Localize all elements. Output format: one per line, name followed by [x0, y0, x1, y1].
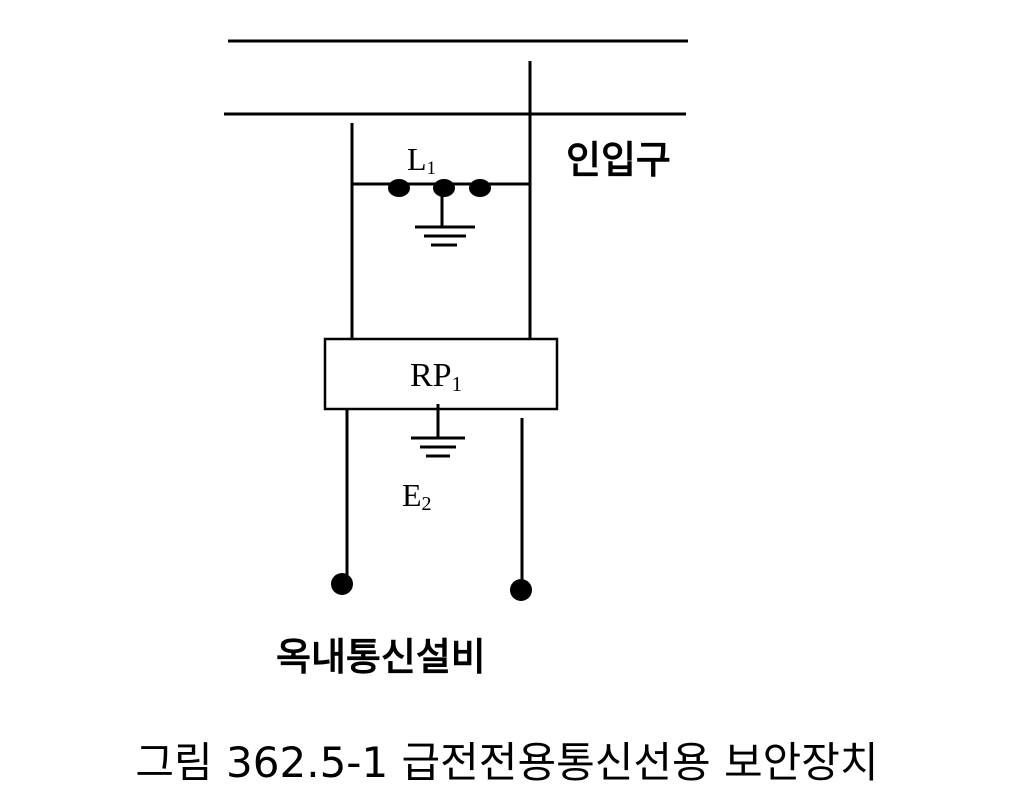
terminal-right: [510, 579, 532, 601]
label-l1: L1: [407, 141, 436, 179]
protector-box-rp1: [323, 337, 559, 411]
label-e2: E2: [402, 477, 432, 515]
terminal-left: [331, 573, 353, 595]
arrester-electrode-right: [469, 179, 491, 197]
ground-symbol-e2: [411, 404, 465, 458]
arrester-electrode-center: [433, 179, 455, 197]
label-entrance: 인입구: [566, 138, 671, 182]
arrester-electrode-left: [388, 179, 410, 197]
label-indoor-equipment: 옥내통신설비: [276, 635, 486, 679]
ground-symbol-l1: [415, 192, 475, 247]
label-rp1: RP1: [410, 357, 462, 396]
figure-caption: 그림 362.5-1 급전전용통신선용 보안장치: [135, 738, 878, 787]
